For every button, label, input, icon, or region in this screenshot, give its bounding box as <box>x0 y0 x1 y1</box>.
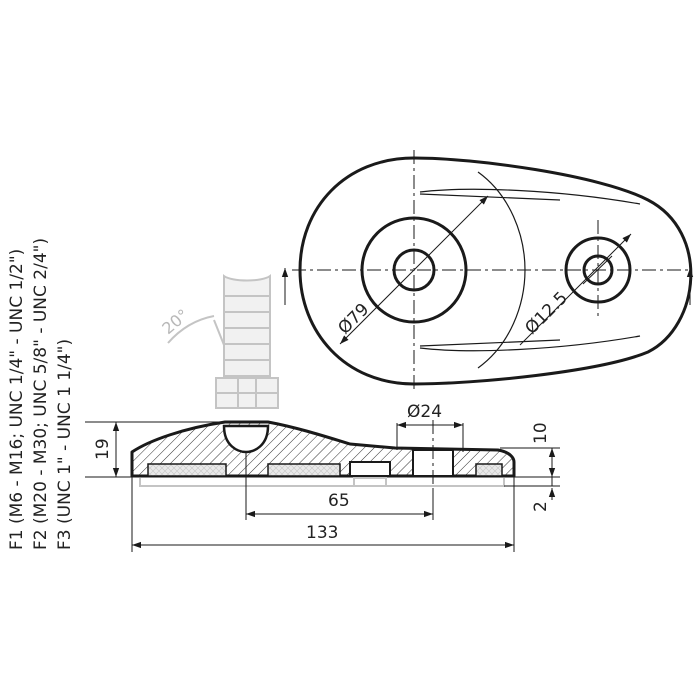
side-view: 20° Ø2 <box>85 274 560 552</box>
rubber-pad-left <box>147 463 227 477</box>
thread-notes: F1 (M6 - M16; UNC 1/4" - UNC 1/2") F2 (M… <box>7 238 75 550</box>
slot-cutout <box>349 461 391 477</box>
ramp-line-top-inner <box>419 193 561 201</box>
small-bore-circle <box>582 254 614 286</box>
dim-label-2: 2 <box>531 501 551 512</box>
dim-label-19: 19 <box>93 438 113 460</box>
ramp-line-bottom <box>419 335 641 352</box>
thread-note-f2: F2 (M20 - M30; UNC 5/8" - UNC 2/4") <box>31 238 51 550</box>
dim-line-d12-5 <box>519 233 632 346</box>
dim-label-133: 133 <box>306 523 338 543</box>
ghost-base-plate <box>139 478 505 487</box>
rubber-pad-middle <box>267 463 341 477</box>
dim-line-d12-5-inner <box>582 255 613 285</box>
small-boss-circle <box>564 236 632 304</box>
ghost-stem <box>215 274 279 409</box>
dim-line-d79 <box>339 195 489 345</box>
dim-label-d12-5: Ø12.5 <box>521 288 571 338</box>
tilt-angle-label: 20° <box>158 305 192 338</box>
dim-label-d24: Ø24 <box>407 402 442 422</box>
dim-label-65: 65 <box>328 491 350 511</box>
dim-label-d79: Ø79 <box>334 300 373 339</box>
thread-note-f3: F3 (UNC 1" - UNC 1 1/4") <box>55 339 75 550</box>
rubber-pad-right <box>475 463 503 477</box>
thread-note-f1: F1 (M6 - M16; UNC 1/4" - UNC 1/2") <box>7 249 27 550</box>
top-view: Ø79 Ø12.5 <box>281 150 694 392</box>
ramp-line-bottom-inner <box>419 339 561 347</box>
base-outline-top <box>298 156 693 386</box>
ramp-line-top <box>419 188 641 205</box>
dim-label-10: 10 <box>531 422 551 444</box>
